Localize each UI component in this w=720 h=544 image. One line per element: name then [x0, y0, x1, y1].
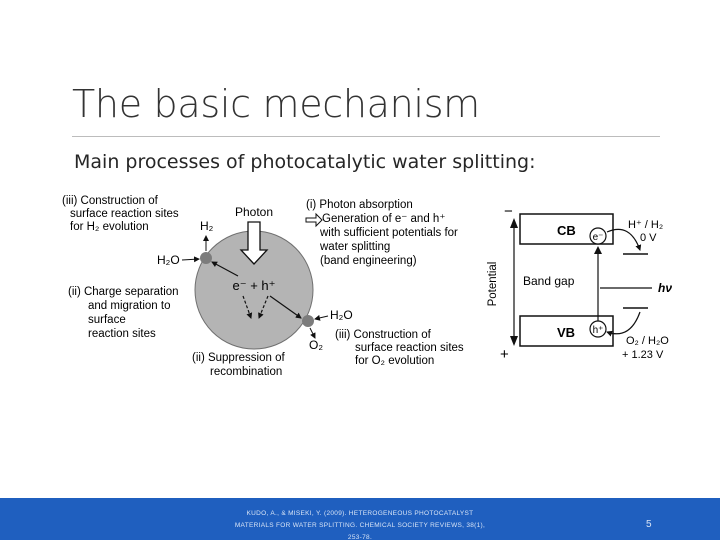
- electron-migration-arrow: [211, 261, 239, 277]
- citation-line-2: MATERIALS FOR WATER SPLITTING. CHEMICAL …: [234, 522, 486, 529]
- band-diagram: − + Potential CB VB e⁻ h⁺ Band gap hν H⁺…: [487, 203, 672, 363]
- reduction-arrow: [606, 228, 642, 251]
- o2-label: O₂: [309, 338, 323, 352]
- h2o-left-label: H₂O: [157, 253, 180, 267]
- hole-symbol: h⁺: [593, 325, 604, 336]
- particle-scheme: Photon e⁻ + h⁺ H₂ H₂O H₂O O₂ (iii) Const…: [62, 195, 467, 378]
- step-ii-charge-text: (ii) Charge separation and migration to …: [68, 286, 182, 340]
- axis-plus-label: +: [500, 346, 509, 363]
- page-number: 5: [646, 519, 652, 530]
- citation-line-1: KUDO, A., & MISEKI, Y. (2009). HETEROGEN…: [246, 510, 474, 517]
- h-redox-label: H⁺ / H₂: [628, 219, 663, 231]
- electron-symbol: e⁻: [593, 232, 604, 243]
- hole-migration-arrow: [269, 295, 302, 319]
- citation: KUDO, A., & MISEKI, Y. (2009). HETEROGEN…: [210, 508, 510, 544]
- step-i-text: (i) Photon absorption Generation of e⁻ a…: [306, 199, 461, 267]
- h2o-right-label: H₂O: [330, 308, 353, 322]
- electron-hole-pair: e⁻ + h⁺: [233, 278, 276, 293]
- band-gap-label: Band gap: [523, 274, 575, 288]
- photon-arrow: [239, 221, 269, 265]
- photon-label: Photon: [235, 205, 273, 219]
- h2o-left-arrow: [181, 256, 200, 263]
- o-redox-label: O₂ / H₂O: [626, 335, 669, 347]
- generation-arrow-icon: [305, 212, 323, 228]
- oxidation-arrow: [606, 311, 641, 337]
- slide-title: The basic mechanism: [72, 82, 480, 126]
- potential-axis-top-head: [510, 218, 518, 228]
- potential-axis-label: Potential: [487, 262, 499, 307]
- h2-label: H₂: [200, 219, 214, 233]
- axis-minus-label: −: [504, 203, 513, 220]
- electron-circle: [589, 227, 607, 245]
- h2-reaction-site: [200, 252, 212, 264]
- recombination-arrow-2: [258, 295, 269, 319]
- slide-subtitle: Main processes of photocatalytic water s…: [74, 151, 536, 173]
- step-iii-h2-text: (iii) Construction of surface reaction s…: [62, 195, 182, 233]
- vb-label: VB: [557, 325, 575, 340]
- o2-evolution-arrow: [309, 327, 316, 339]
- h-potential-label: 0 V: [640, 232, 657, 244]
- footer-bar: [0, 498, 720, 540]
- cb-label: CB: [557, 223, 576, 238]
- potential-axis-bottom-head: [510, 336, 518, 346]
- recombination-arrow-1: [242, 295, 253, 319]
- o2-reaction-site: [302, 315, 314, 327]
- step-ii-suppression-text: (ii) Suppression of recombination: [192, 352, 288, 378]
- h2o-right-arrow: [314, 314, 329, 321]
- hv-label: hν: [658, 281, 672, 295]
- o-potential-label: + 1.23 V: [622, 349, 664, 361]
- step-iii-o2-text: (iii) Construction of surface reaction s…: [335, 329, 467, 367]
- citation-line-3: 253-78.: [347, 534, 373, 541]
- title-divider: [72, 136, 660, 137]
- photocatalysis-diagram: Photon e⁻ + h⁺ H₂ H₂O H₂O O₂ (iii) Const…: [62, 195, 672, 378]
